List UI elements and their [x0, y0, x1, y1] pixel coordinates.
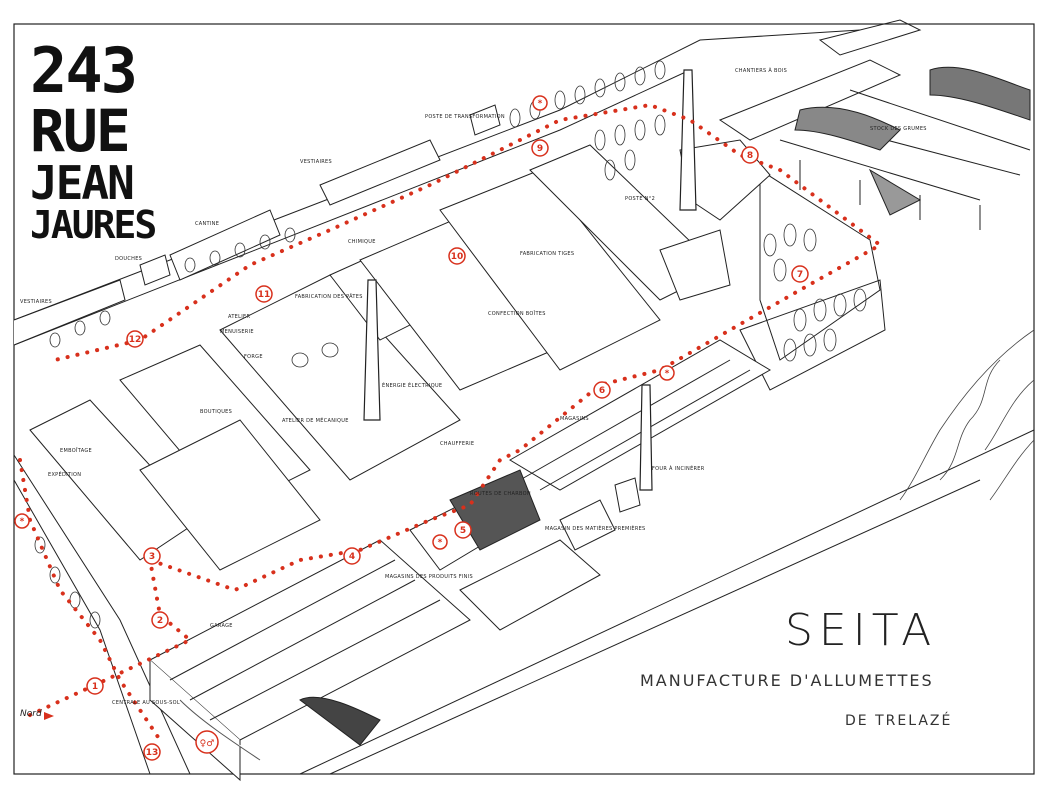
star-marker[interactable]: *: [532, 95, 548, 111]
svg-text:FABRICATION DES PÂTES: FABRICATION DES PÂTES: [295, 293, 363, 300]
svg-text:3: 3: [149, 552, 155, 562]
svg-text:ATELIER: ATELIER: [228, 314, 250, 320]
svg-text:GARAGE: GARAGE: [210, 623, 233, 629]
stop-7[interactable]: 7: [791, 265, 809, 283]
stop-13[interactable]: 13: [143, 743, 161, 761]
address-street-type: RUE: [30, 97, 131, 165]
svg-text:ROUTES DE CHARBON: ROUTES DE CHARBON: [470, 491, 531, 497]
stop-6[interactable]: 6: [593, 381, 611, 399]
svg-text:FABRICATION TIGES: FABRICATION TIGES: [520, 251, 574, 257]
star-marker[interactable]: *: [14, 513, 30, 529]
svg-text:8: 8: [747, 151, 753, 161]
svg-text:MAGASIN DES MATIÈRES PREMIÈRES: MAGASIN DES MATIÈRES PREMIÈRES: [545, 524, 646, 532]
svg-text:*: *: [438, 538, 443, 548]
svg-text:4: 4: [349, 552, 355, 562]
svg-text:MENUISERIE: MENUISERIE: [220, 329, 254, 335]
svg-text:CHANTIERS À BOIS: CHANTIERS À BOIS: [735, 67, 787, 74]
svg-text:EMBOÎTAGE: EMBOÎTAGE: [60, 447, 92, 454]
stop-markers: 1 2 3 4 5 6 7 8 9 10 11 12 13 * * * * ♀♂: [14, 95, 809, 761]
star-marker[interactable]: *: [659, 365, 675, 381]
stop-10[interactable]: 10: [448, 247, 466, 265]
svg-text:POSTE N°2: POSTE N°2: [625, 196, 655, 202]
svg-text:CENTRALE AU SOUS-SOL: CENTRALE AU SOUS-SOL: [112, 700, 180, 706]
stop-11[interactable]: 11: [255, 285, 273, 303]
svg-text:FORGE: FORGE: [244, 354, 263, 360]
stop-9[interactable]: 9: [531, 139, 549, 157]
chimneys: [363, 69, 697, 491]
river-bank: [899, 329, 1035, 501]
stop-1[interactable]: 1: [86, 677, 104, 695]
stop-4[interactable]: 4: [343, 547, 361, 565]
svg-text:DOUCHES: DOUCHES: [115, 256, 142, 262]
address-number: 243: [30, 34, 138, 107]
svg-text:9: 9: [537, 144, 543, 154]
svg-text:STOCK DES GRUMES: STOCK DES GRUMES: [870, 126, 927, 132]
svg-text:*: *: [538, 99, 543, 109]
address-street-name-2: JAURES: [30, 203, 157, 247]
map-frame: [13, 23, 1035, 775]
chimney-top: [679, 69, 697, 211]
buildings: [13, 104, 771, 782]
svg-text:6: 6: [599, 386, 605, 396]
svg-text:CANTINE: CANTINE: [195, 221, 219, 227]
restroom-icon[interactable]: ♀♂: [195, 730, 219, 754]
svg-text:7: 7: [797, 270, 803, 280]
svg-text:POSTE DE TRANSFORMATION: POSTE DE TRANSFORMATION: [425, 114, 505, 120]
north-label: Nord: [20, 709, 42, 719]
svg-text:5: 5: [460, 526, 466, 536]
svg-text:*: *: [20, 517, 25, 527]
stop-5[interactable]: 5: [454, 521, 472, 539]
svg-text:VESTIAIRES: VESTIAIRES: [300, 159, 332, 165]
chimney-right: [639, 384, 653, 491]
lumber-yard: [718, 19, 1031, 230]
factory-place: DE TRELAZÉ: [845, 713, 953, 729]
factory-subtitle: MANUFACTURE D'ALLUMETTES: [640, 671, 934, 690]
svg-text:BOUTIQUES: BOUTIQUES: [200, 409, 232, 415]
svg-text:1: 1: [92, 682, 98, 692]
stop-8[interactable]: 8: [741, 146, 759, 164]
svg-text:10: 10: [451, 252, 464, 262]
svg-text:EXPÉDITION: EXPÉDITION: [48, 470, 81, 478]
svg-text:VESTIAIRES: VESTIAIRES: [20, 299, 52, 305]
svg-text:*: *: [665, 369, 670, 379]
stop-2[interactable]: 2: [151, 611, 169, 629]
star-marker[interactable]: *: [432, 534, 448, 550]
svg-text:♀♂: ♀♂: [200, 739, 215, 749]
svg-text:2: 2: [157, 616, 163, 626]
tour-path: [18, 102, 884, 742]
address-title: 243 RUE JEAN JAURES: [30, 34, 170, 247]
svg-text:MAGASINS: MAGASINS: [560, 416, 589, 422]
svg-text:MAGASINS DES PRODUITS FINIS: MAGASINS DES PRODUITS FINIS: [385, 574, 473, 580]
building-labels: VESTIAIRES POSTE DE TRANSFORMATION CHANT…: [20, 67, 927, 706]
svg-text:FOUR À INCINÉRER: FOUR À INCINÉRER: [652, 464, 705, 472]
svg-text:CHIMIQUE: CHIMIQUE: [348, 239, 376, 245]
svg-text:CONFECTION BOÎTES: CONFECTION BOÎTES: [488, 310, 546, 317]
stop-3[interactable]: 3: [143, 547, 161, 565]
svg-text:12: 12: [129, 335, 142, 345]
address-street-name-1: JEAN: [30, 156, 135, 210]
chimney-center: [363, 279, 381, 421]
company-name: SEITA: [785, 605, 938, 656]
svg-text:13: 13: [146, 748, 159, 758]
svg-text:CHAUFFERIE: CHAUFFERIE: [440, 441, 474, 447]
trees: [34, 60, 867, 629]
svg-text:ATELIER DE MÉCANIQUE: ATELIER DE MÉCANIQUE: [282, 416, 349, 424]
svg-text:ÉNERGIE ÉLECTRIQUE: ÉNERGIE ÉLECTRIQUE: [382, 381, 442, 389]
stop-12[interactable]: 12: [126, 330, 144, 348]
svg-text:11: 11: [258, 290, 271, 300]
north-arrow-icon: [44, 712, 54, 720]
